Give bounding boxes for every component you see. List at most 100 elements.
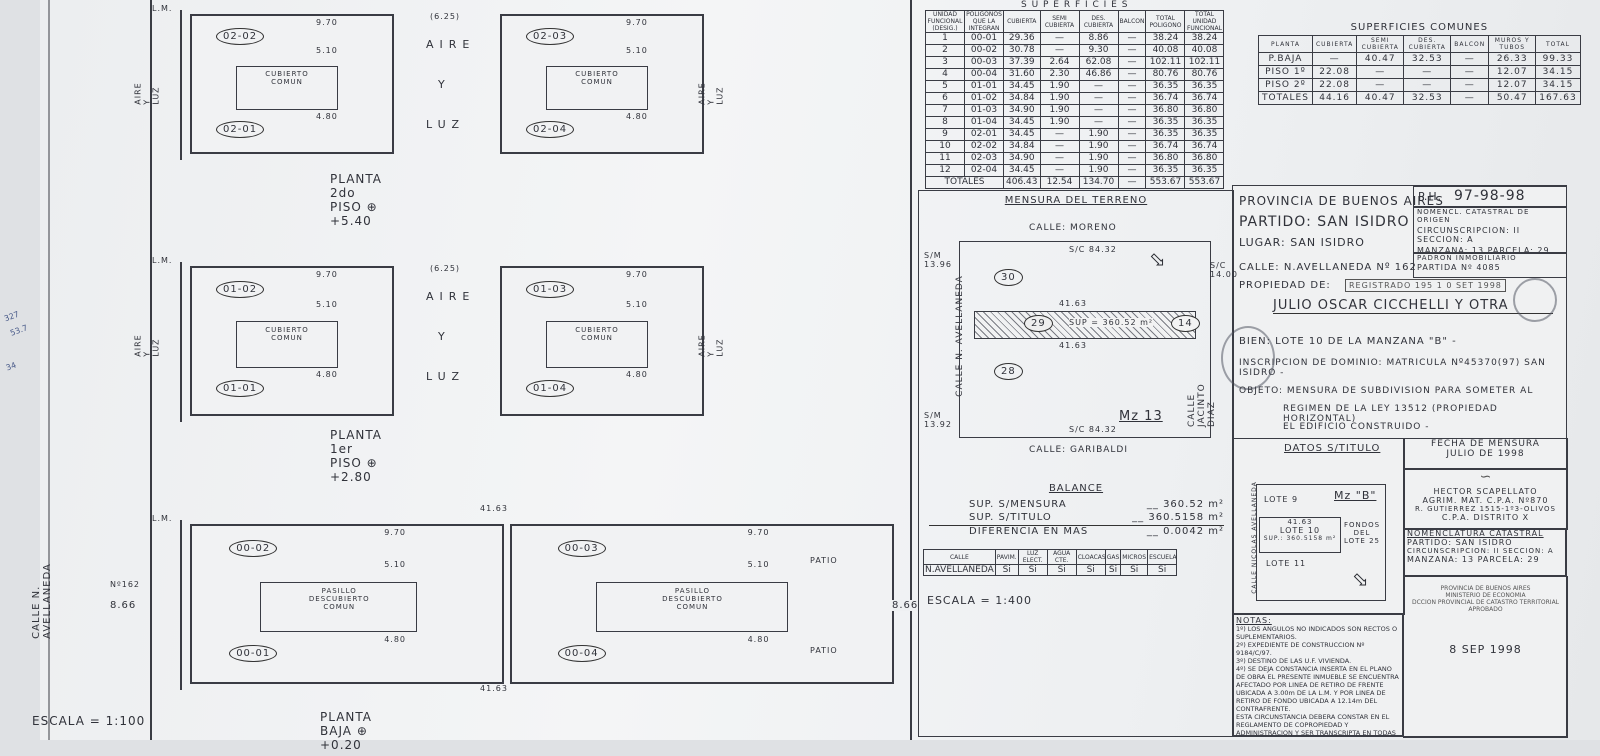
cell: 34.45 <box>1003 128 1041 141</box>
note: 2º) EXPEDIENTE DE CONSTRUCCION Nº 9184/C… <box>1236 641 1365 657</box>
unit-label: 01-04 <box>526 380 575 397</box>
cell: 36.80 <box>1145 104 1186 117</box>
cell: 1.90 <box>1078 128 1119 141</box>
cell: — <box>1117 32 1147 45</box>
mensura-title: MENSURA DEL TERRENO <box>1004 195 1148 206</box>
cell: 00-01 <box>964 32 1004 45</box>
column-header: TOTAL <box>1535 35 1581 53</box>
column-header: POLIGONOS QUE LA INTEGRAN <box>964 10 1004 33</box>
surfaces-table: S U P E R F I C I E S UNIDAD FUNCIONAL (… <box>925 0 1225 189</box>
unit-label: 02-03 <box>526 28 575 45</box>
cell: 36.35 <box>1184 116 1225 129</box>
cell: 2.64 <box>1039 56 1080 69</box>
cell: 46.86 <box>1078 68 1119 81</box>
cell: — <box>1450 78 1490 92</box>
street-north: CALLE: MORENO <box>1029 223 1117 233</box>
cell: — <box>1450 65 1490 79</box>
cell: — <box>1356 78 1405 92</box>
column-header: BALCON <box>1117 10 1147 33</box>
cell: 36.74 <box>1184 92 1225 105</box>
cell: 34.15 <box>1535 78 1581 92</box>
cell: — <box>1403 65 1452 79</box>
approval-line: DCCION PROVINCIAL DE CATASTRO TERRITORIA… <box>1411 599 1560 606</box>
plan-title: PLANTA 1er PISO ⊕ +2.80 <box>330 428 382 484</box>
cell: 50.47 <box>1488 91 1537 105</box>
cell: PISO 2º <box>1258 78 1313 92</box>
cell: 29.36 <box>1003 32 1041 45</box>
cell: 9.30 <box>1078 44 1119 57</box>
cell: 30.78 <box>1003 44 1041 57</box>
note: 1º) LOS ANGULOS NO INDICADOS SON RECTOS … <box>1236 625 1398 641</box>
cell: 80.76 <box>1184 68 1225 81</box>
cell: 80.76 <box>1145 68 1186 81</box>
surveyor-signature: ∽ HECTOR SCAPELLATO AGRIM. MAT. C.P.A. N… <box>1403 468 1568 530</box>
cell: 00-04 <box>964 68 1004 81</box>
cell: 12.07 <box>1488 65 1537 79</box>
balance-row: DIFERENCIA EN MAS__ 0.0042 m² <box>929 525 1224 537</box>
cell: Si <box>1046 564 1077 576</box>
cell: 12.07 <box>1488 78 1537 92</box>
cell: 36.35 <box>1184 80 1225 93</box>
cell: 37.39 <box>1003 56 1041 69</box>
cell: 36.74 <box>1145 92 1186 105</box>
lot-area: SUP = 360.52 m² <box>1069 318 1154 327</box>
cell: 01-04 <box>964 116 1004 129</box>
column-header: UNIDAD FUNCIONAL (DESIG.) <box>925 10 965 33</box>
column-header: PAVIM. <box>994 549 1019 565</box>
approval-line: PROVINCIA DE BUENOS AIRES <box>1440 585 1531 592</box>
unit-label: 02-01 <box>216 121 265 138</box>
cell: 00-03 <box>964 56 1004 69</box>
cell: 44.16 <box>1311 91 1358 105</box>
cell: 12 <box>925 164 965 177</box>
cell: — <box>1403 78 1452 92</box>
cell: — <box>1311 52 1358 66</box>
north-arrow-icon: ⬂ <box>1149 247 1166 271</box>
cell: 02-03 <box>964 152 1004 165</box>
notes: NOTAS: 1º) LOS ANGULOS NO INDICADOS SON … <box>1233 613 1403 736</box>
column-header: CLOACAS <box>1075 549 1106 565</box>
cell: 1.90 <box>1039 92 1080 105</box>
cell: — <box>1117 152 1147 165</box>
cell: 34.84 <box>1003 92 1041 105</box>
unit-label: 00-02 <box>229 539 278 557</box>
survey-date: FECHA DE MENSURA JULIO DE 1998 <box>1403 438 1568 470</box>
cell: — <box>1117 56 1147 69</box>
column-header: ESCUELA <box>1147 549 1178 565</box>
cell: 40.47 <box>1356 91 1405 105</box>
cell: 02-04 <box>964 164 1004 177</box>
cell: 02-02 <box>964 140 1004 153</box>
title-block: PROVINCIA DE BUENOS AIRES PARTIDO: SAN I… <box>1221 185 1568 738</box>
cell: 99.33 <box>1535 52 1581 66</box>
cell: 01-02 <box>964 92 1004 105</box>
cell: 1.90 <box>1078 152 1119 165</box>
column-header: PLANTA <box>1258 35 1313 53</box>
unit-label: 01-01 <box>216 380 265 397</box>
unit-label: 01-02 <box>216 280 265 298</box>
cell: 62.08 <box>1078 56 1119 69</box>
cell: 32.53 <box>1403 52 1452 66</box>
cell: 34.45 <box>1003 116 1041 129</box>
column-header: GAS <box>1104 549 1122 565</box>
cell: 34.84 <box>1003 140 1041 153</box>
cell: — <box>1356 65 1405 79</box>
cell: 36.80 <box>1184 152 1225 165</box>
cell: 102.11 <box>1145 56 1186 69</box>
cell: 9 <box>925 128 965 141</box>
cell: 1.90 <box>1039 116 1080 129</box>
cell: TOTALES <box>1258 91 1313 105</box>
cell: 8 <box>925 116 965 129</box>
unit-label: 00-04 <box>557 645 606 662</box>
